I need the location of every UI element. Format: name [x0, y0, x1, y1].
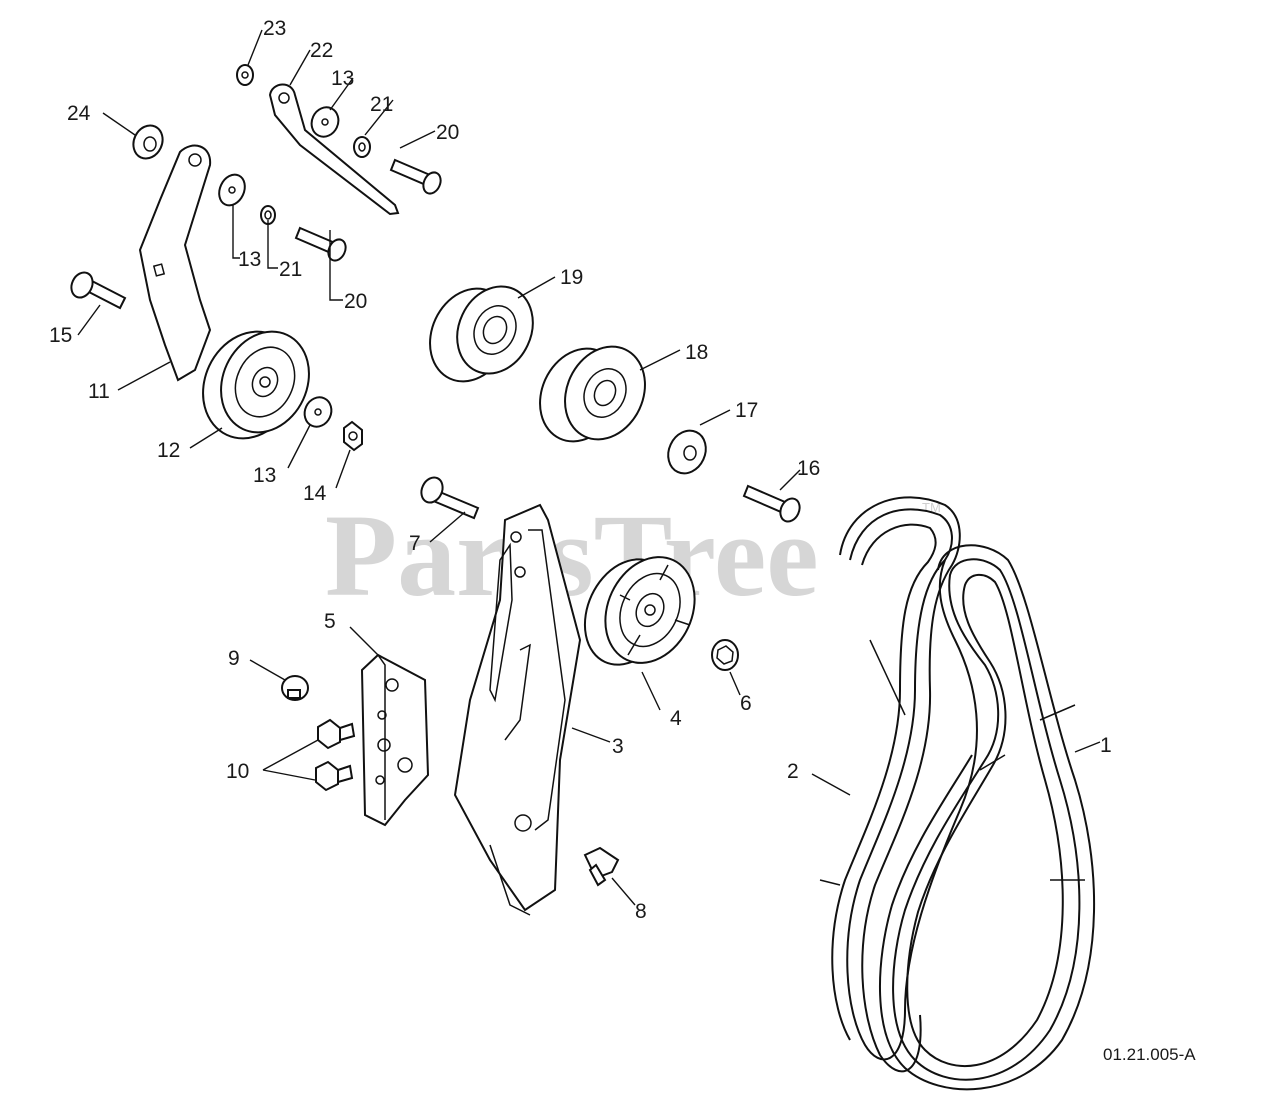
belt-1	[879, 544, 1096, 1091]
callout-24: 24	[67, 102, 91, 125]
callout-14: 14	[303, 482, 327, 505]
callout-16: 16	[797, 457, 820, 480]
bolt-20-mid	[294, 226, 347, 262]
callout-9: 9	[228, 647, 240, 670]
callout-labels: 1 2 3 4 5 6 7 8 9 10 11 12 13 13 13 14 1…	[49, 17, 1112, 923]
callout-5: 5	[324, 610, 336, 633]
callout-17: 17	[735, 399, 758, 422]
bolt-16	[742, 484, 801, 523]
bolt-8	[583, 846, 620, 887]
callout-2: 2	[787, 760, 799, 783]
nut-6	[711, 639, 739, 671]
bolt-9	[281, 675, 309, 701]
callout-11: 11	[88, 380, 110, 403]
callout-20-top: 20	[436, 121, 459, 144]
drawing-code: 01.21.005-A	[1103, 1045, 1196, 1064]
pulley-12	[202, 330, 310, 440]
bolt-10-upper	[317, 718, 356, 750]
rod-22	[268, 83, 400, 216]
callout-13-mid: 13	[238, 248, 261, 271]
watermark: PartsTree	[325, 490, 819, 621]
bolt-20-top	[389, 158, 442, 195]
callout-13-top: 13	[331, 67, 354, 90]
lock-washer-21-top	[353, 136, 371, 158]
callout-10: 10	[226, 760, 249, 783]
callout-12: 12	[157, 439, 180, 462]
bolt-7	[420, 476, 480, 520]
washer-13-mid	[218, 173, 246, 207]
callout-21-top: 21	[370, 93, 393, 116]
bolt-10-lower	[315, 760, 354, 792]
callout-4: 4	[670, 707, 682, 730]
nut-23	[236, 64, 254, 86]
idler-arm-11	[138, 144, 212, 382]
pulley-19	[429, 285, 534, 383]
callout-19: 19	[560, 266, 583, 289]
washer-13-low	[303, 396, 333, 428]
nut-24	[132, 124, 164, 160]
callout-1: 1	[1100, 734, 1112, 757]
leader-lines	[77, 29, 1101, 906]
pulley-18	[539, 345, 646, 443]
callout-15: 15	[49, 324, 72, 347]
bolt-15	[70, 271, 127, 310]
callout-8: 8	[635, 900, 647, 923]
bracket-3	[453, 503, 582, 916]
callout-22: 22	[310, 39, 333, 62]
callout-3: 3	[612, 735, 624, 758]
nut-14	[343, 420, 363, 452]
callout-7: 7	[409, 532, 421, 555]
pulley-4	[583, 556, 696, 666]
callout-23: 23	[263, 17, 286, 40]
callout-6: 6	[740, 692, 752, 715]
washer-17	[667, 429, 707, 475]
callout-21-mid: 21	[279, 258, 302, 281]
bracket-5	[360, 653, 430, 827]
callout-13-low: 13	[253, 464, 276, 487]
callout-20-mid: 20	[344, 290, 367, 313]
callout-18: 18	[685, 341, 708, 364]
